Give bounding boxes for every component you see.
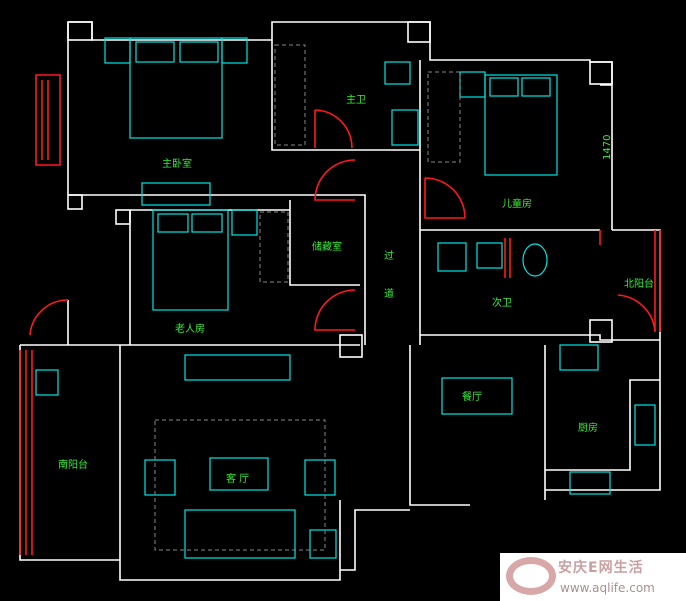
watermark-logo: 安庆E网生活 www.aqlife.com [500,553,686,601]
label-kids-room: 儿童房 [502,197,532,210]
walls [19,21,661,581]
column [67,21,93,41]
sofa [184,509,296,559]
sink [634,404,656,446]
label-north-balcony: 北阳台 [624,277,654,290]
basin [391,109,419,146]
dining-table [441,377,513,415]
label-dining: 餐厅 [462,390,482,403]
label-south-balcony: 南阳台 [58,458,88,471]
stove [569,471,611,495]
dimension-label: 1470 [602,135,613,160]
tv-cabinet [184,354,291,381]
toilet [384,61,411,85]
watermark-e-icon [506,557,556,595]
label-second-bath: 次卫 [492,296,512,309]
elder-bed [152,209,229,311]
kids-bed [484,74,558,176]
coffee-table [209,457,269,491]
label-corridor-2: 道 [384,287,394,300]
master-bed [129,37,223,139]
watermark-url: www.aqlife.com [560,581,655,595]
doors-windows [19,74,661,555]
label-kitchen: 厨房 [578,421,598,434]
label-living-room: 客 厅 [226,472,249,485]
label-corridor-1: 过 [384,249,394,262]
label-master-bath: 主卫 [346,94,366,106]
label-storage: 储藏室 [312,240,342,253]
label-master-bedroom: 主卧室 [162,157,192,170]
label-elder-room: 老人房 [175,322,205,335]
watermark-name: 安庆E网生活 [558,560,644,576]
furniture [35,37,656,559]
